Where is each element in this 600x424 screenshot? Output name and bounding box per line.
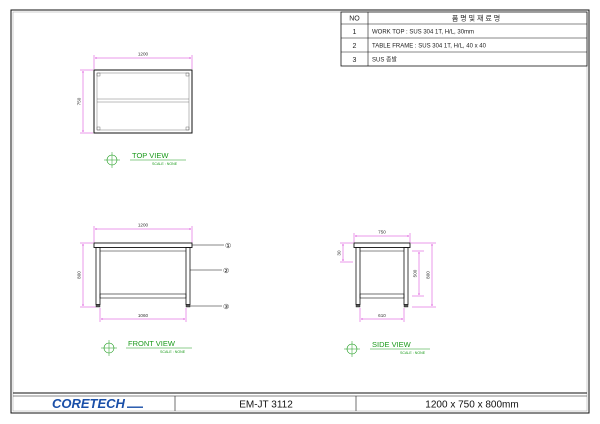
- company-logo: CORETECH: [52, 396, 126, 411]
- front-view-width-dim: 1200: [138, 223, 149, 228]
- top-view: 1200 750 TOP VIEW SCALE : NONE: [77, 52, 193, 168]
- side-view-scale: SCALE : NONE: [400, 351, 426, 355]
- top-view-depth-dim: 750: [77, 97, 82, 105]
- side-view-height-dim: 800: [426, 271, 431, 279]
- top-view-scale: SCALE : NONE: [152, 162, 178, 166]
- side-view-width-dim: 750: [378, 230, 386, 235]
- side-view-shelf-dim: 500: [413, 269, 418, 277]
- bom-row-2-desc: TABLE FRAME : SUS 304 1T, H/L, 40 x 40: [372, 44, 487, 50]
- bom-table: NO 품 명 및 재 료 명 1 WORK TOP : SUS 304 1T, …: [340, 11, 588, 67]
- sheet-border: [10, 9, 590, 414]
- front-view-scale: SCALE : NONE: [160, 350, 186, 354]
- top-view-title: TOP VIEW: [132, 151, 169, 160]
- front-view: 1200 800 1060 ① ② ③ FRONT VIEW SCALE : N…: [77, 223, 231, 356]
- side-view-title: SIDE VIEW: [372, 340, 412, 349]
- title-block: CORETECH EM-JT 3112 1200 x 750 x 800mm: [13, 392, 587, 411]
- bom-row-1-no: 1: [353, 29, 357, 36]
- bom-header-desc: 품 명 및 재 료 명: [452, 14, 500, 23]
- bom-row-3-no: 3: [353, 57, 357, 64]
- side-view-top-thk-dim: 30: [337, 250, 342, 256]
- bom-row-3-desc: SUS 종발: [372, 56, 398, 64]
- sheet-inner-border: [12, 11, 588, 412]
- product-size: 1200 x 750 x 800mm: [425, 400, 518, 411]
- balloon-1: ①: [225, 242, 231, 250]
- balloon-2: ②: [223, 267, 229, 275]
- front-view-height-dim: 800: [77, 271, 82, 279]
- model-number: EM-JT 3112: [239, 400, 293, 411]
- logo-underscore: [127, 406, 143, 408]
- side-view-inner-dim: 610: [378, 313, 386, 318]
- balloon-3: ③: [223, 303, 229, 311]
- bom-header-no: NO: [349, 16, 360, 23]
- front-view-title: FRONT VIEW: [128, 339, 176, 348]
- front-view-inner-dim: 1060: [138, 313, 149, 318]
- top-view-width-dim: 1200: [138, 52, 149, 57]
- side-view: 750 30 500 800 610 SIDE VIEW SC: [337, 230, 436, 357]
- bom-row-1-desc: WORK TOP : SUS 304 1T, H/L, 30mm: [372, 30, 474, 36]
- bom-row-2-no: 2: [353, 43, 357, 50]
